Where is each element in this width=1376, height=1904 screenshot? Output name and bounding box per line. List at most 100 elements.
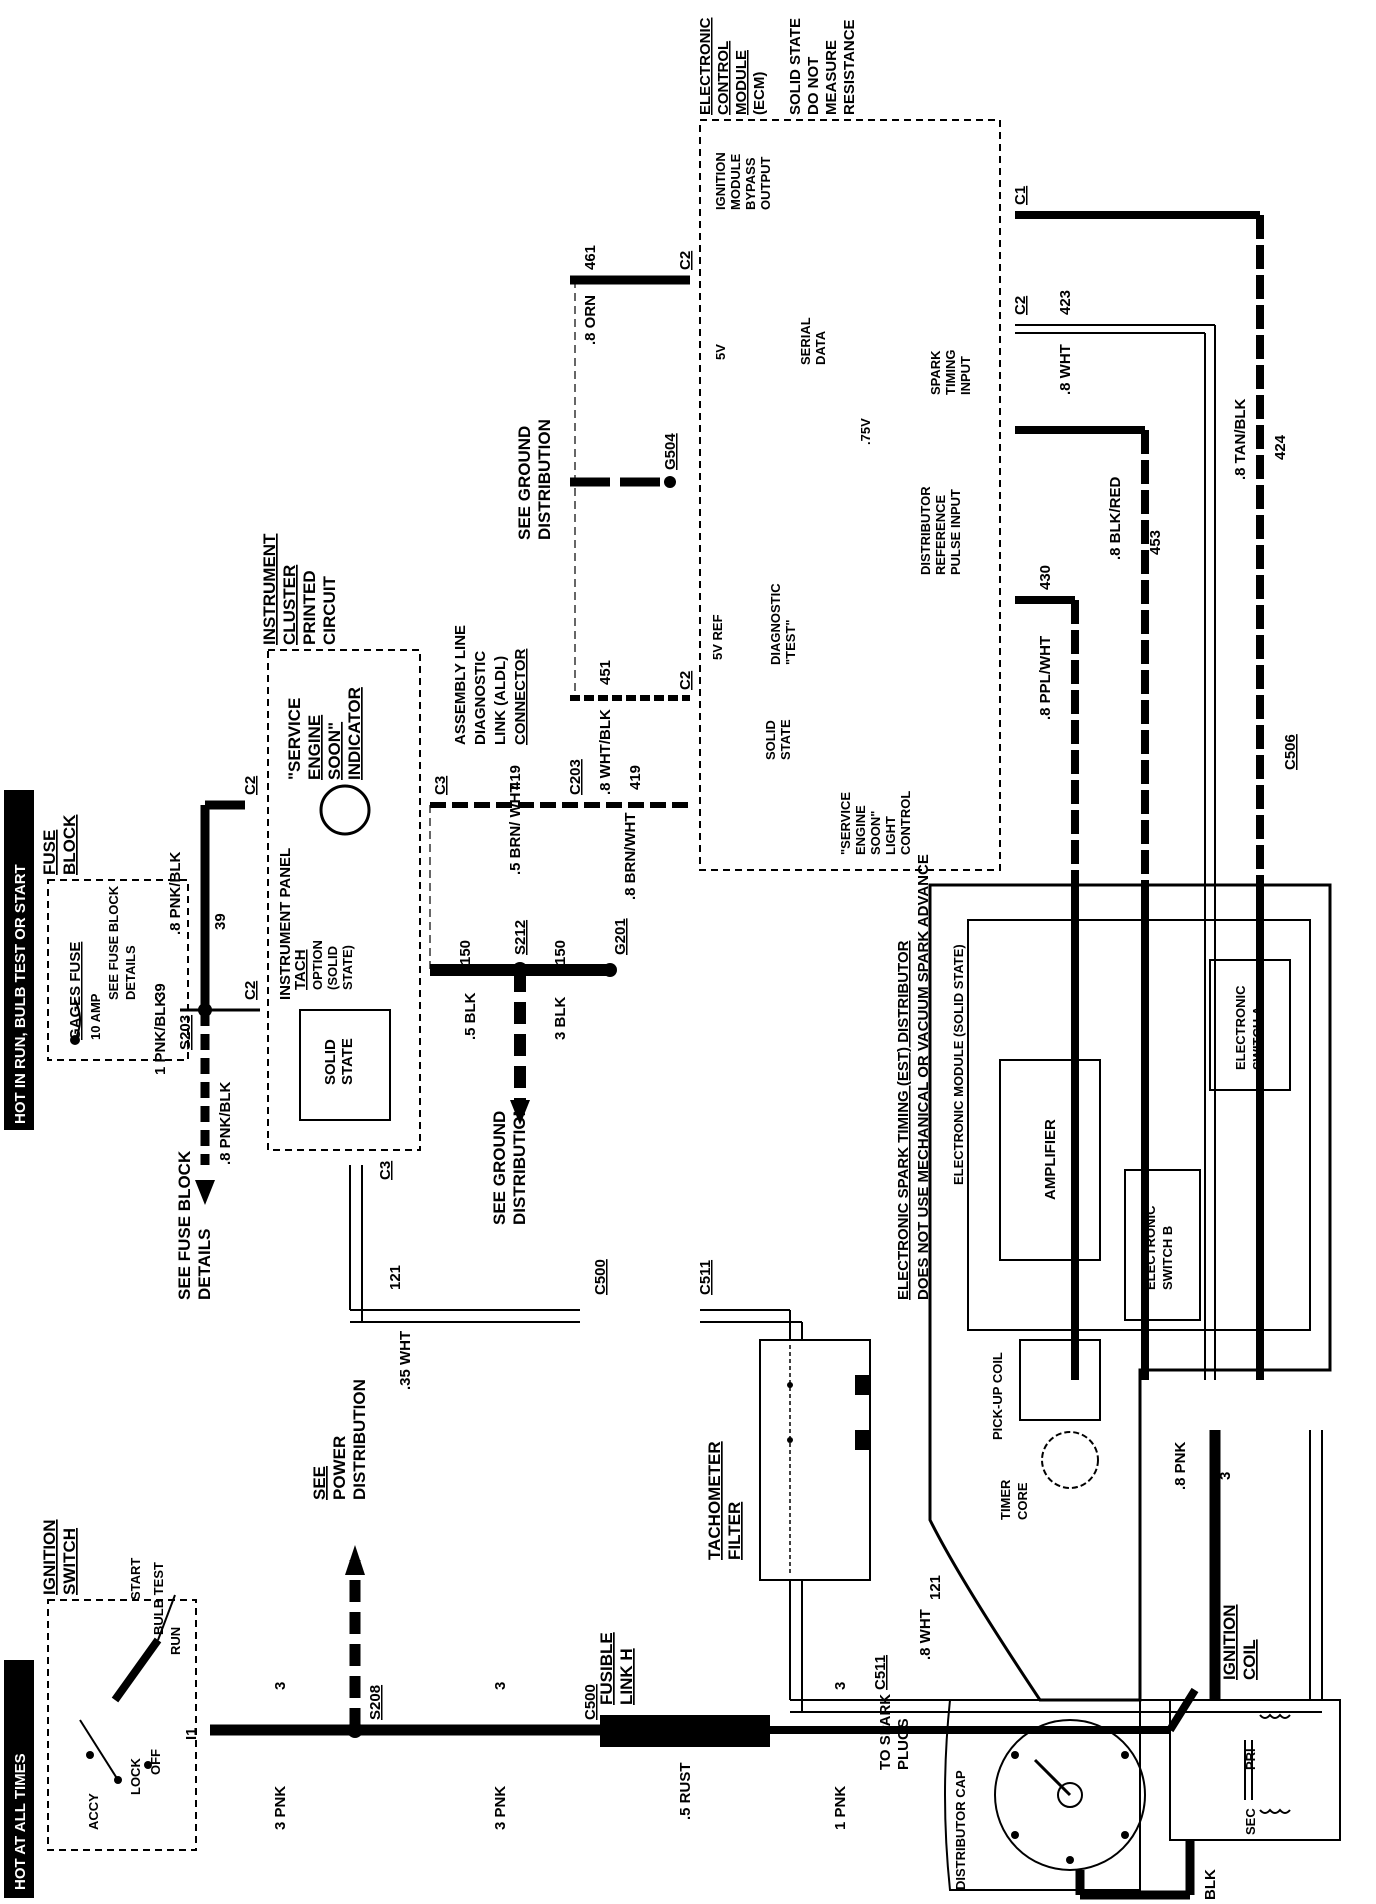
- svg-text:FILTER: FILTER: [725, 1502, 744, 1560]
- svg-text:DISTRIBUTION: DISTRIBUTION: [350, 1379, 369, 1500]
- wire-blk3-circuit: 150: [552, 940, 569, 965]
- ground-g504: G504: [662, 433, 679, 488]
- svg-text:COIL: COIL: [1240, 1639, 1259, 1680]
- wire-tanblk-circuit: 424: [1272, 434, 1289, 460]
- fusible-link: FUSIBLE LINK H: [597, 1632, 770, 1747]
- wire-blkred: .8 BLK/RED: [1107, 476, 1124, 560]
- ground-g201: G201: [603, 918, 629, 977]
- svg-text:STATE: STATE: [778, 719, 793, 760]
- wire-wht35: .35 WHT: [397, 1331, 414, 1390]
- svg-text:G201: G201: [612, 918, 629, 955]
- svg-text:SWITCH B: SWITCH B: [1160, 1226, 1175, 1290]
- svg-text:CONNECTOR: CONNECTOR: [512, 648, 529, 745]
- svg-text:I1: I1: [183, 1727, 200, 1740]
- svg-text:DISTRIBUTOR: DISTRIBUTOR: [918, 486, 933, 575]
- svg-text:ENGINE: ENGINE: [853, 805, 868, 855]
- svg-text:5V REF: 5V REF: [710, 614, 725, 660]
- wire-pnk8-circuit: 3: [1217, 1472, 1234, 1480]
- ignition-switch: ACCY LOCK OFF RUN BULB TEST START I1 IGN…: [40, 1519, 200, 1851]
- wire-pplwht-circuit: 430: [1037, 565, 1054, 590]
- svg-text:TIMING: TIMING: [943, 350, 958, 396]
- svg-text:SOLID STATE: SOLID STATE: [787, 18, 804, 115]
- svg-text:ELECTRONIC MODULE (SOLID STATE: ELECTRONIC MODULE (SOLID STATE): [951, 944, 966, 1185]
- reference-ground-distribution: SEE GROUND DISTRIBUTION: [490, 1100, 530, 1225]
- wire-3pnk-a-circuit: 3: [272, 1682, 289, 1690]
- wiring: [180, 211, 1323, 1900]
- wire-brnwht5-circuit: 419: [507, 765, 524, 790]
- svg-text:(ECM): (ECM): [751, 72, 768, 115]
- svg-text:CIRCUIT: CIRCUIT: [320, 575, 339, 645]
- connector-c500-tach: C500: [592, 1259, 609, 1295]
- svg-text:OPTION: OPTION: [310, 940, 325, 990]
- connector-c511-tach: C511: [697, 1260, 714, 1295]
- wire-pnk8: .8 PNK: [1172, 1441, 1189, 1490]
- svg-text:LINK H: LINK H: [617, 1648, 636, 1705]
- ecm: ELECTRONIC CONTROL MODULE (ECM) SOLID ST…: [697, 17, 1001, 871]
- svg-text:5V: 5V: [713, 344, 728, 360]
- svg-text:STATE: STATE: [339, 1038, 356, 1085]
- wire-1pnk-circuit: 3: [832, 1682, 849, 1690]
- wire-blk: BLK: [1202, 1869, 1219, 1900]
- wire-tanblk: .8 TAN/BLK: [1232, 398, 1249, 480]
- wire-pplwht: .8 PPL/WHT: [1037, 636, 1054, 720]
- wire-orn: .8 ORN: [582, 295, 599, 345]
- wire-pnkblk1-circuit: 39: [152, 983, 169, 1000]
- svg-text:DO NOT: DO NOT: [805, 57, 822, 115]
- banner-hot-in-run: HOT IN RUN, BULB TEST OR START: [4, 790, 34, 1130]
- svg-text:ELECTRONIC: ELECTRONIC: [697, 17, 714, 115]
- connector-c2-fuse: C2: [242, 981, 259, 1000]
- wire-3pnk-a: 3 PNK: [272, 1786, 289, 1830]
- svg-text:MODULE: MODULE: [728, 153, 743, 210]
- svg-text:IGNITION: IGNITION: [1220, 1604, 1239, 1680]
- svg-text:ENGINE: ENGINE: [305, 715, 324, 780]
- svg-text:SOON": SOON": [868, 811, 883, 855]
- svg-text:ELECTRONIC: ELECTRONIC: [1143, 1205, 1158, 1290]
- wire-pnkblk8-top: .8 PNK/BLK: [167, 851, 184, 935]
- wire-orn-circuit: 461: [582, 245, 599, 270]
- svg-text:PRINTED: PRINTED: [300, 570, 319, 645]
- connector-c2-ecm-a: C2: [677, 251, 694, 270]
- connector-c2-ecm-c: C2: [1012, 296, 1029, 315]
- wire-labels: 3 PNK 3 3 PNK 3 1 PNK 3 .5 RUST .8 WHT 1…: [152, 245, 1289, 1900]
- svg-text:OFF: OFF: [148, 1749, 163, 1775]
- svg-text:LINK (ALDL): LINK (ALDL): [492, 656, 509, 745]
- svg-text:DETAILS: DETAILS: [195, 1229, 214, 1300]
- wire-whtblk: .8 WHT/BLK: [597, 709, 614, 795]
- wire-wht423: .8 WHT: [1057, 344, 1074, 395]
- svg-text:"SERVICE: "SERVICE: [285, 698, 304, 780]
- wire-3pnk-b: 3 PNK: [492, 1786, 509, 1830]
- svg-text:LIGHT: LIGHT: [883, 816, 898, 855]
- svg-text:GAGES FUSE: GAGES FUSE: [67, 942, 84, 1040]
- wire-rust: .5 RUST: [677, 1762, 694, 1820]
- svg-text:SEE GROUND: SEE GROUND: [515, 426, 534, 540]
- banner-hot-at-all-times: HOT AT ALL TIMES: [4, 1660, 34, 1898]
- svg-text:INSTRUMENT PANEL: INSTRUMENT PANEL: [277, 848, 294, 1000]
- svg-text:BULB TEST: BULB TEST: [151, 1562, 166, 1635]
- svg-text:ASSEMBLY LINE: ASSEMBLY LINE: [452, 625, 469, 745]
- svg-text:START: START: [128, 1558, 143, 1600]
- connector-c511-main: C511: [872, 1655, 889, 1690]
- svg-text:HOT IN RUN, BULB TEST OR START: HOT IN RUN, BULB TEST OR START: [12, 864, 29, 1124]
- svg-text:POWER: POWER: [330, 1436, 349, 1500]
- svg-text:DIAGNOSTIC: DIAGNOSTIC: [768, 583, 783, 665]
- svg-text:DATA: DATA: [813, 330, 828, 365]
- svg-text:"SERVICE: "SERVICE: [838, 792, 853, 855]
- tachometer-filter: TACHOMETER FILTER: [705, 1339, 871, 1581]
- svg-text:SEE FUSE BLOCK: SEE FUSE BLOCK: [175, 1150, 194, 1300]
- svg-text:PLUGS: PLUGS: [895, 1718, 912, 1770]
- svg-text:SERIAL: SERIAL: [798, 317, 813, 365]
- reference-fuse-details: SEE FUSE BLOCK DETAILS: [175, 1150, 215, 1300]
- svg-text:.75V: .75V: [858, 418, 873, 445]
- svg-text:SWITCH: SWITCH: [60, 1528, 79, 1595]
- svg-text:DOES NOT USE MECHANICAL OR VAC: DOES NOT USE MECHANICAL OR VACUUM SPARK …: [915, 854, 932, 1300]
- svg-text:SWITCH A: SWITCH A: [1250, 1006, 1265, 1070]
- svg-text:REFERENCE: REFERENCE: [933, 494, 948, 575]
- svg-text:FUSE: FUSE: [40, 830, 59, 875]
- svg-text:PRI: PRI: [1243, 1748, 1258, 1770]
- wire-blk3: 3 BLK: [552, 996, 569, 1040]
- wire-whtblk-circuit: 451: [597, 660, 614, 685]
- svg-text:10 AMP: 10 AMP: [88, 993, 103, 1040]
- wire-pnkblk8-circuit: 39: [212, 913, 229, 930]
- fuse-block: GAGES FUSE 10 AMP SEE FUSE BLOCK DETAILS…: [40, 814, 189, 1061]
